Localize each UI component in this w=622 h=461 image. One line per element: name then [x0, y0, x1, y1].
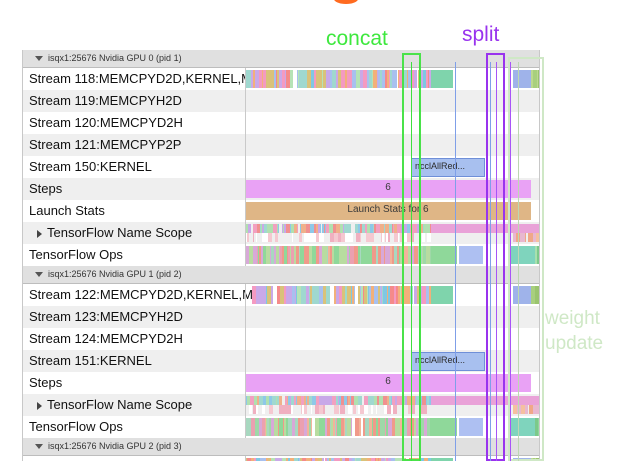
label-gutter-divider — [245, 284, 246, 306]
group-header[interactable]: isqx1:25676 Nvidia GPU 1 (pid 2) — [23, 266, 539, 284]
timeline-track[interactable] — [245, 68, 539, 90]
timeline-track[interactable] — [245, 90, 539, 112]
timeline-track[interactable] — [245, 328, 539, 350]
collapse-triangle-icon[interactable] — [35, 444, 43, 449]
nccl-allreduce-block[interactable]: ncclAllRed... — [411, 352, 485, 371]
timeline-track[interactable] — [245, 244, 539, 266]
timeline-marker-line — [496, 62, 497, 461]
timeline-row[interactable]: Stream 120:MEMCPYD2H — [23, 112, 539, 134]
timeline-row[interactable]: Steps 6 — [23, 372, 539, 394]
timeline-row-label: Stream 126:MEMCPYD2D,KERNEL,MI — [29, 459, 257, 461]
timeline-row[interactable]: Stream 150:KERNEL ncclAllRed... — [23, 156, 539, 178]
label-gutter-divider — [245, 178, 246, 200]
annotation-weight-update-line1: weight — [545, 308, 600, 329]
group-header[interactable]: isqx1:25676 Nvidia GPU 0 (pid 1) — [23, 50, 539, 68]
timeline-row-label: Stream 124:MEMCPYD2H — [29, 331, 183, 346]
timeline-track[interactable] — [245, 112, 539, 134]
timeline-row[interactable]: Stream 123:MEMCPYH2D — [23, 306, 539, 328]
timeline-row-label: Stream 120:MEMCPYD2H — [29, 115, 183, 130]
label-gutter-divider — [245, 306, 246, 328]
timeline-row[interactable]: TensorFlow Ops — [23, 416, 539, 438]
label-gutter-divider — [245, 244, 246, 266]
collapse-triangle-icon[interactable] — [35, 56, 43, 61]
timeline-track[interactable] — [245, 394, 539, 416]
timeline-marker-line — [518, 62, 519, 461]
timeline-row[interactable]: Stream 119:MEMCPYH2D — [23, 90, 539, 112]
label-gutter-divider — [245, 394, 246, 416]
timeline-row-label: Stream 122:MEMCPYD2D,KERNEL,MI — [29, 287, 257, 302]
timeline-row[interactable]: Stream 121:MEMCPYP2P — [23, 134, 539, 156]
orange-marker-icon — [334, 0, 358, 4]
group-header-label: isqx1:25676 Nvidia GPU 0 (pid 1) — [48, 53, 182, 63]
timeline-row-label: Stream 119:MEMCPYH2D — [29, 93, 182, 108]
timeline-row[interactable]: TensorFlow Ops — [23, 244, 539, 266]
group-header[interactable]: isqx1:25676 Nvidia GPU 2 (pid 3) — [23, 438, 539, 456]
timeline-track[interactable]: Launch Stats for 6 — [245, 200, 539, 222]
label-gutter-divider — [245, 222, 246, 244]
annotation-weight-update-line2: update — [545, 333, 604, 354]
group-header-label: isqx1:25676 Nvidia GPU 2 (pid 3) — [48, 441, 182, 451]
timeline-track[interactable] — [245, 134, 539, 156]
timeline-row[interactable]: TensorFlow Name Scope — [23, 222, 539, 244]
label-gutter-divider — [245, 416, 246, 438]
timeline-row[interactable]: TensorFlow Name Scope — [23, 394, 539, 416]
timeline-marker-line — [490, 62, 491, 461]
label-gutter-divider — [245, 112, 246, 134]
label-gutter-divider — [245, 200, 246, 222]
timeline-track[interactable]: ncclAllRed... — [245, 350, 539, 372]
timeline-row-label: Stream 151:KERNEL — [29, 353, 152, 368]
nccl-allreduce-block[interactable]: ncclAllRed... — [411, 158, 485, 177]
label-gutter-divider — [245, 372, 246, 394]
timeline-marker-line — [455, 62, 456, 461]
label-gutter-divider — [245, 350, 246, 372]
expand-triangle-icon[interactable] — [37, 402, 42, 410]
label-gutter-divider — [245, 134, 246, 156]
timeline-row-label: TensorFlow Name Scope — [47, 225, 193, 240]
timeline-track[interactable] — [245, 222, 539, 244]
annotation-split: split — [462, 23, 500, 46]
timeline-row-label: Steps — [29, 181, 63, 196]
timeline-track[interactable]: 6 — [245, 372, 539, 394]
timeline-row[interactable]: Stream 124:MEMCPYD2H — [23, 328, 539, 350]
label-gutter-divider — [245, 90, 246, 112]
label-gutter-divider — [245, 456, 246, 461]
timeline-row-label: Steps — [29, 375, 63, 390]
timeline-row-label: TensorFlow Name Scope — [47, 397, 193, 412]
annotation-weight-update: weight update — [545, 306, 603, 356]
timeline-row[interactable]: Steps 6 — [23, 178, 539, 200]
expand-triangle-icon[interactable] — [37, 230, 42, 238]
timeline-row[interactable]: Stream 151:KERNEL ncclAllRed... — [23, 350, 539, 372]
timeline-track[interactable]: ncclAllRed... — [245, 156, 539, 178]
steps-bar[interactable]: 6 — [245, 374, 531, 392]
timeline-row-label: Stream 150:KERNEL — [29, 159, 152, 174]
timeline-row[interactable]: Stream 118:MEMCPYD2D,KERNEL,ME — [23, 68, 539, 90]
annotation-concat: concat — [326, 27, 388, 50]
timeline-marker-line — [510, 62, 511, 461]
timeline-row-label: Stream 121:MEMCPYP2P — [29, 137, 182, 152]
timeline-row[interactable]: Stream 126:MEMCPYD2D,KERNEL,MI — [23, 456, 539, 461]
timeline-track[interactable]: 6 — [245, 178, 539, 200]
label-gutter-divider — [245, 156, 246, 178]
timeline-row-label: TensorFlow Ops — [29, 247, 123, 262]
timeline-track[interactable] — [245, 456, 539, 461]
timeline-track[interactable] — [245, 284, 539, 306]
timeline-row-label: Launch Stats — [29, 203, 105, 218]
label-gutter-divider — [245, 328, 246, 350]
timeline-row-label: TensorFlow Ops — [29, 419, 123, 434]
timeline-track[interactable] — [245, 306, 539, 328]
trace-viewer-panel[interactable]: isqx1:25676 Nvidia GPU 0 (pid 1) Stream 1… — [22, 50, 540, 461]
steps-bar[interactable]: 6 — [245, 180, 531, 198]
timeline-marker-line — [419, 62, 420, 461]
label-gutter-divider — [245, 68, 246, 90]
collapse-triangle-icon[interactable] — [35, 272, 43, 277]
timeline-row-label: Stream 118:MEMCPYD2D,KERNEL,ME — [29, 71, 261, 86]
timeline-row-label: Stream 123:MEMCPYH2D — [29, 309, 183, 324]
timeline-row[interactable]: Launch Stats Launch Stats for 6 — [23, 200, 539, 222]
timeline-track[interactable] — [245, 416, 539, 438]
timeline-row[interactable]: Stream 122:MEMCPYD2D,KERNEL,MI — [23, 284, 539, 306]
timeline-marker-line — [411, 62, 412, 461]
launch-stats-bar[interactable]: Launch Stats for 6 — [245, 202, 531, 220]
group-header-label: isqx1:25676 Nvidia GPU 1 (pid 2) — [48, 269, 182, 279]
